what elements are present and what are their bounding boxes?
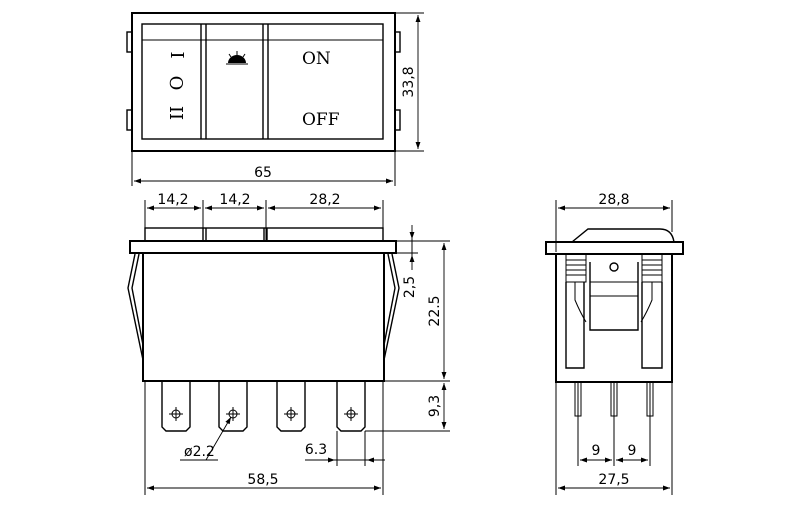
dim-rocker-2-width: 14,2 xyxy=(219,192,250,208)
center-pin-hole xyxy=(609,262,619,272)
front-flange xyxy=(129,240,397,254)
terminal-4 xyxy=(336,381,366,432)
dim-flange-thickness: 2,5 xyxy=(402,276,418,298)
left-clip-lower xyxy=(126,109,133,131)
dim-rocker-1-width: 14,2 xyxy=(157,192,188,208)
dim-terminal-length: 9,3 xyxy=(427,395,443,417)
on-label: ON xyxy=(302,49,331,69)
dim-top-height: 33,8 xyxy=(401,66,417,97)
left-latch xyxy=(127,253,144,361)
front-body xyxy=(142,252,385,382)
dim-side-bottom-width: 27,5 xyxy=(598,472,629,488)
left-vent xyxy=(565,253,587,283)
top-view: I O II ON OFF 65 33,8 xyxy=(126,12,424,186)
front-view: 14,2 14,2 28,2 xyxy=(127,192,450,495)
pin-left xyxy=(574,381,582,417)
off-label: OFF xyxy=(302,110,340,130)
dim-body-height: 22.5 xyxy=(427,295,443,326)
dim-rocker-3-width: 28,2 xyxy=(309,192,340,208)
dim-terminal-width: 6.3 xyxy=(305,442,327,458)
left-latch-inner xyxy=(131,253,144,346)
pin-right xyxy=(646,381,654,417)
side-view: 28,8 xyxy=(545,192,684,495)
symbol-position-0: O xyxy=(165,76,186,91)
symbol-position-1: I xyxy=(166,51,187,58)
hole-diameter-leader xyxy=(205,416,232,461)
top-view-outer-frame xyxy=(131,12,396,152)
dim-top-width: 65 xyxy=(254,165,272,181)
right-latch xyxy=(383,253,400,361)
symbol-position-2: II xyxy=(165,106,186,120)
dim-pin-pitch-left: 9 xyxy=(592,443,601,459)
left-latch-detail xyxy=(574,282,587,323)
right-latch-detail xyxy=(640,282,653,323)
right-inner-leg xyxy=(641,282,663,369)
left-clip-upper xyxy=(126,31,133,53)
terminal-2 xyxy=(218,381,248,432)
right-clip-lower xyxy=(394,109,401,131)
dim-terminal-span: 58,5 xyxy=(247,472,278,488)
side-flange xyxy=(545,241,684,255)
lamp-icon xyxy=(226,51,248,65)
left-inner-leg xyxy=(565,282,585,369)
dim-pin-pitch-right: 9 xyxy=(628,443,637,459)
terminal-3 xyxy=(276,381,306,432)
dim-side-top-width: 28,8 xyxy=(598,192,629,208)
terminal-1 xyxy=(161,381,191,432)
right-latch-inner xyxy=(383,253,396,346)
dim-hole-diameter: ø2.2 xyxy=(184,444,215,460)
right-clip-upper xyxy=(394,31,401,53)
right-vent xyxy=(641,253,663,283)
side-body xyxy=(555,253,673,383)
side-rocker-profile xyxy=(571,228,675,243)
pin-middle xyxy=(610,381,618,417)
